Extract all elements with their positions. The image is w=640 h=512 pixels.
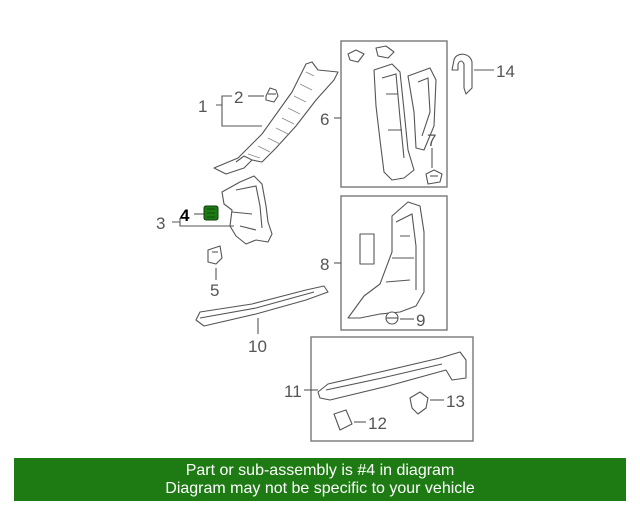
callout-4: 4: [180, 206, 190, 225]
callout-9: 9: [416, 311, 425, 330]
callout-7: 7: [427, 131, 436, 150]
callout-2: 2: [234, 88, 243, 107]
part-5-bracket: [207, 245, 223, 265]
callout-1: 1: [198, 97, 207, 116]
callout-11: 11: [284, 382, 302, 401]
part-13-fastener: [409, 391, 429, 415]
parts-diagram: 1 2 3 4 5 6 7 8 9 10 11 12 13 14: [156, 40, 515, 442]
part-4-clip-highlighted: [203, 205, 219, 221]
callout-5: 5: [210, 281, 219, 300]
leader-lines: [172, 69, 494, 423]
callout-labels: 1 2 3 4 5 6 7 8 9 10 11 12 13 14: [156, 62, 515, 433]
callout-10: 10: [248, 337, 267, 356]
part-12-clip: [333, 409, 353, 431]
part-2-clip: [265, 87, 279, 103]
info-banner: Part or sub-assembly is #4 in diagram Di…: [14, 458, 626, 501]
callout-14: 14: [496, 62, 515, 81]
banner-line-1: Part or sub-assembly is #4 in diagram: [185, 462, 455, 479]
box-parts-11-13: [310, 336, 474, 442]
part-14-handle: [451, 53, 473, 95]
banner-line-2: Diagram may not be specific to your vehi…: [165, 480, 475, 497]
box-parts-6-7: [340, 40, 448, 188]
callout-6: 6: [320, 110, 329, 129]
part-7-fastener: [425, 169, 443, 185]
callout-12: 12: [368, 414, 387, 433]
part-9-fastener: [385, 311, 399, 325]
part-3-lower-trim: [221, 175, 273, 245]
part-1-pillar-trim: [213, 61, 339, 175]
callout-8: 8: [320, 255, 329, 274]
part-8-pillar-lower: [347, 201, 425, 319]
callout-13: 13: [446, 392, 465, 411]
part-11-scuff-plate: [317, 351, 467, 401]
part-6-pillar-upper: [347, 45, 437, 181]
part-10-sill-plate: [195, 285, 329, 327]
callout-3: 3: [156, 214, 165, 233]
